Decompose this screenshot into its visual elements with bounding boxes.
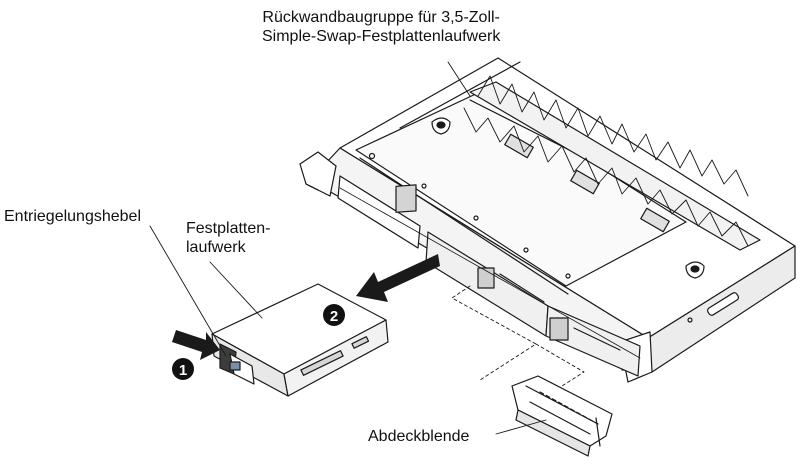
hard-drive-label-line2: laufwerk: [186, 239, 246, 256]
server-chassis: [299, 57, 796, 383]
push-arrow-icon: [172, 330, 220, 360]
filler-panel: [511, 375, 613, 457]
filler-leader-line: [495, 419, 547, 435]
backplane-leader-line: [447, 61, 471, 97]
pull-arrow-icon: [356, 254, 440, 302]
callout-step-1-number: 1: [179, 362, 187, 379]
hard-drive-label-line1: Festplatten-: [186, 220, 271, 237]
backplane-label-line2: Simple-Swap-Festplattenlaufwerk: [262, 28, 501, 45]
drive-bays: [337, 175, 641, 377]
backplane-highlight-zigzag: [463, 75, 749, 247]
hard-drive-label: Festplatten- laufwerk: [186, 219, 270, 257]
hard-drive: [211, 283, 389, 397]
callout-step-1: 1: [172, 358, 194, 380]
backplane-label-line1: Rückwandbaugruppe für 3,5-Zoll-: [262, 9, 500, 26]
release-lever-leader-line: [149, 225, 227, 357]
filler-panel-label: Abdeckblende: [368, 428, 470, 445]
drive-leader-line: [209, 261, 263, 319]
release-lever-label: Entriegelungshebel: [4, 208, 141, 225]
callout-step-2: 2: [323, 304, 345, 326]
backplane-label: Rückwandbaugruppe für 3,5-Zoll- Simple-S…: [262, 8, 500, 46]
callout-step-2-number: 2: [330, 308, 338, 325]
